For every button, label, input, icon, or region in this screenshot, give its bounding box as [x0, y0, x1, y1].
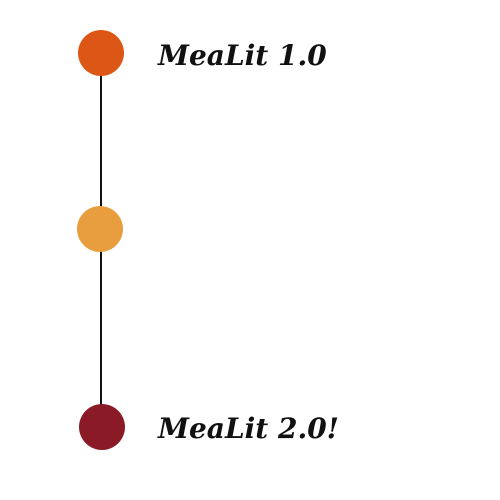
milestone-dot-1	[78, 30, 124, 76]
connector-line-1	[100, 54, 102, 230]
milestone-dot-2	[77, 206, 123, 252]
milestone-dot-3	[79, 404, 125, 450]
milestone-label-1: MeaLit 1.0	[158, 39, 327, 72]
connector-line-2	[100, 230, 102, 426]
milestone-label-3: MeaLit 2.0!	[158, 412, 339, 445]
